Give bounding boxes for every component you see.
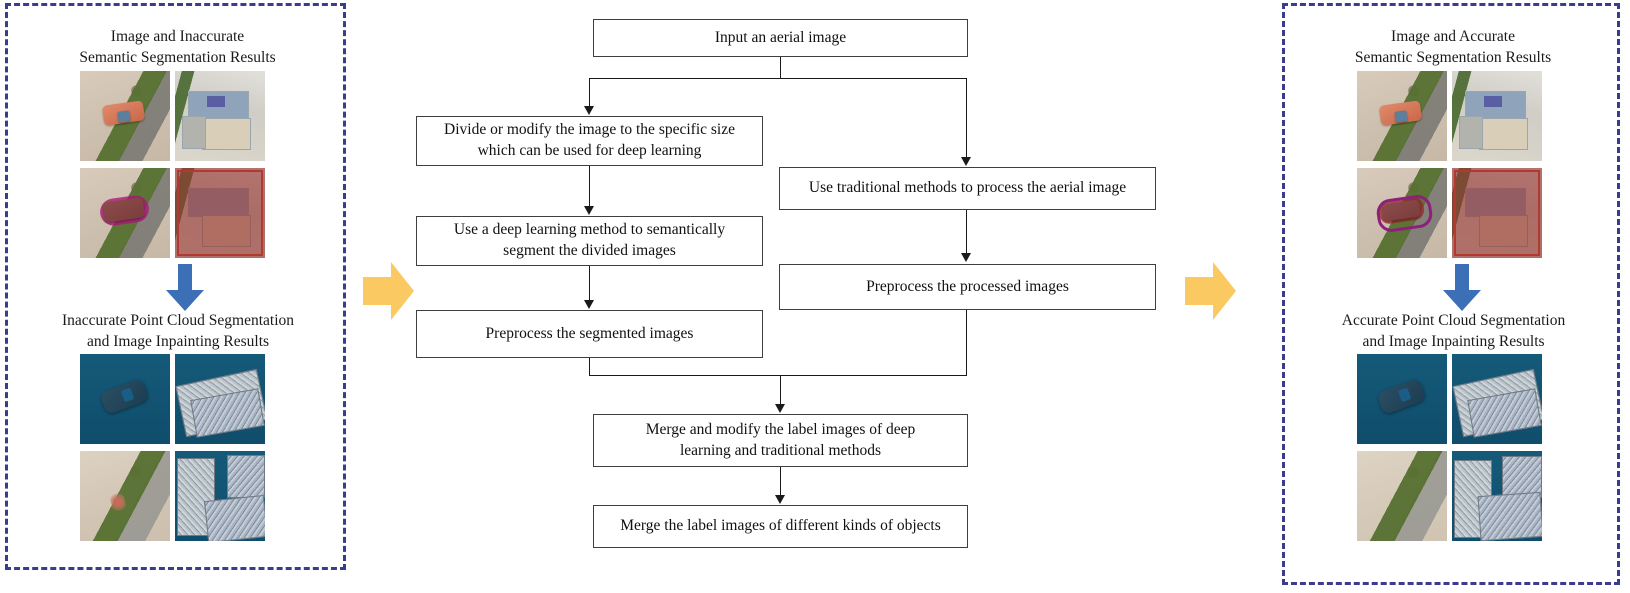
flow-node-preprocess-processed[interactable]: Preprocess the processed images	[779, 264, 1156, 310]
right-panel-top-title: Image and Accurate Semantic Segmentation…	[1354, 28, 1552, 66]
left-panel-top-title: Image and Inaccurate Semantic Segmentati…	[79, 28, 276, 66]
left-thumb-car-inpainting	[80, 451, 170, 541]
arrowhead-merge-labels	[775, 495, 785, 504]
flow-node-merge-modify[interactable]: Merge and modify the label images of dee…	[593, 414, 968, 467]
right-blue-down-arrow-icon	[1440, 264, 1484, 312]
edge-input-bus	[589, 78, 967, 80]
left-thumb-aerial-building	[175, 71, 265, 161]
left-thumb-car-inaccurate-mask	[80, 168, 170, 258]
edge-merge-to-merge-labels	[780, 467, 782, 496]
right-thumb-building-point-cloud	[1452, 354, 1542, 444]
arrowhead-divide	[584, 106, 594, 115]
right-thumb-car-point-cloud	[1357, 354, 1447, 444]
edge-merge-bus	[589, 375, 967, 377]
left-thumb-building-inaccurate-mask	[175, 168, 265, 258]
yellow-right-arrow-right-icon	[1185, 256, 1237, 326]
flow-node-deep-segment[interactable]: Use a deep learning method to semantical…	[416, 216, 763, 266]
edge-preprocess-seg-down	[589, 358, 591, 376]
flow-node-input[interactable]: Input an aerial image	[593, 19, 968, 57]
edge-input-to-divide	[589, 78, 591, 107]
edge-divide-to-deep	[589, 166, 591, 207]
left-blue-down-arrow-icon	[163, 264, 207, 312]
flow-node-divide[interactable]: Divide or modify the image to the specif…	[416, 116, 763, 166]
right-thumb-aerial-car	[1357, 71, 1447, 161]
arrowhead-deep	[584, 206, 594, 215]
left-thumb-car-point-cloud	[80, 354, 170, 444]
edge-input-stub	[780, 57, 782, 79]
left-panel-bottom-title: Inaccurate Point Cloud Segmentation and …	[61, 312, 294, 350]
flow-node-merge-labels[interactable]: Merge the label images of different kind…	[593, 505, 968, 548]
right-thumb-building-accurate-mask	[1452, 168, 1542, 258]
left-results-panel: Image and Inaccurate Semantic Segmentati…	[5, 3, 346, 570]
right-panel-bottom-title: Accurate Point Cloud Segmentation and Im…	[1341, 312, 1566, 350]
yellow-right-arrow-left-icon	[363, 256, 415, 326]
flow-node-preprocess-segmented[interactable]: Preprocess the segmented images	[416, 310, 763, 358]
arrowhead-preprocess-proc	[961, 253, 971, 262]
flow-node-traditional[interactable]: Use traditional methods to process the a…	[779, 167, 1156, 210]
left-thumb-building-point-cloud	[175, 354, 265, 444]
left-thumb-building-inpainting	[175, 451, 265, 541]
edge-deep-to-preprocess	[589, 266, 591, 301]
left-thumb-aerial-car	[80, 71, 170, 161]
edge-input-to-traditional	[966, 78, 968, 158]
edge-traditional-to-preprocess	[966, 210, 968, 254]
right-thumb-aerial-building	[1452, 71, 1542, 161]
arrowhead-traditional	[961, 157, 971, 166]
right-results-panel: Image and Accurate Semantic Segmentation…	[1282, 3, 1620, 585]
arrowhead-preprocess-seg	[584, 300, 594, 309]
right-thumb-car-inpainting	[1357, 451, 1447, 541]
right-thumb-building-inpainting	[1452, 451, 1542, 541]
edge-preprocess-proc-down	[966, 310, 968, 376]
right-thumb-car-accurate-mask	[1357, 168, 1447, 258]
arrowhead-merge-modify	[775, 404, 785, 413]
edge-bus-to-merge	[780, 375, 782, 405]
